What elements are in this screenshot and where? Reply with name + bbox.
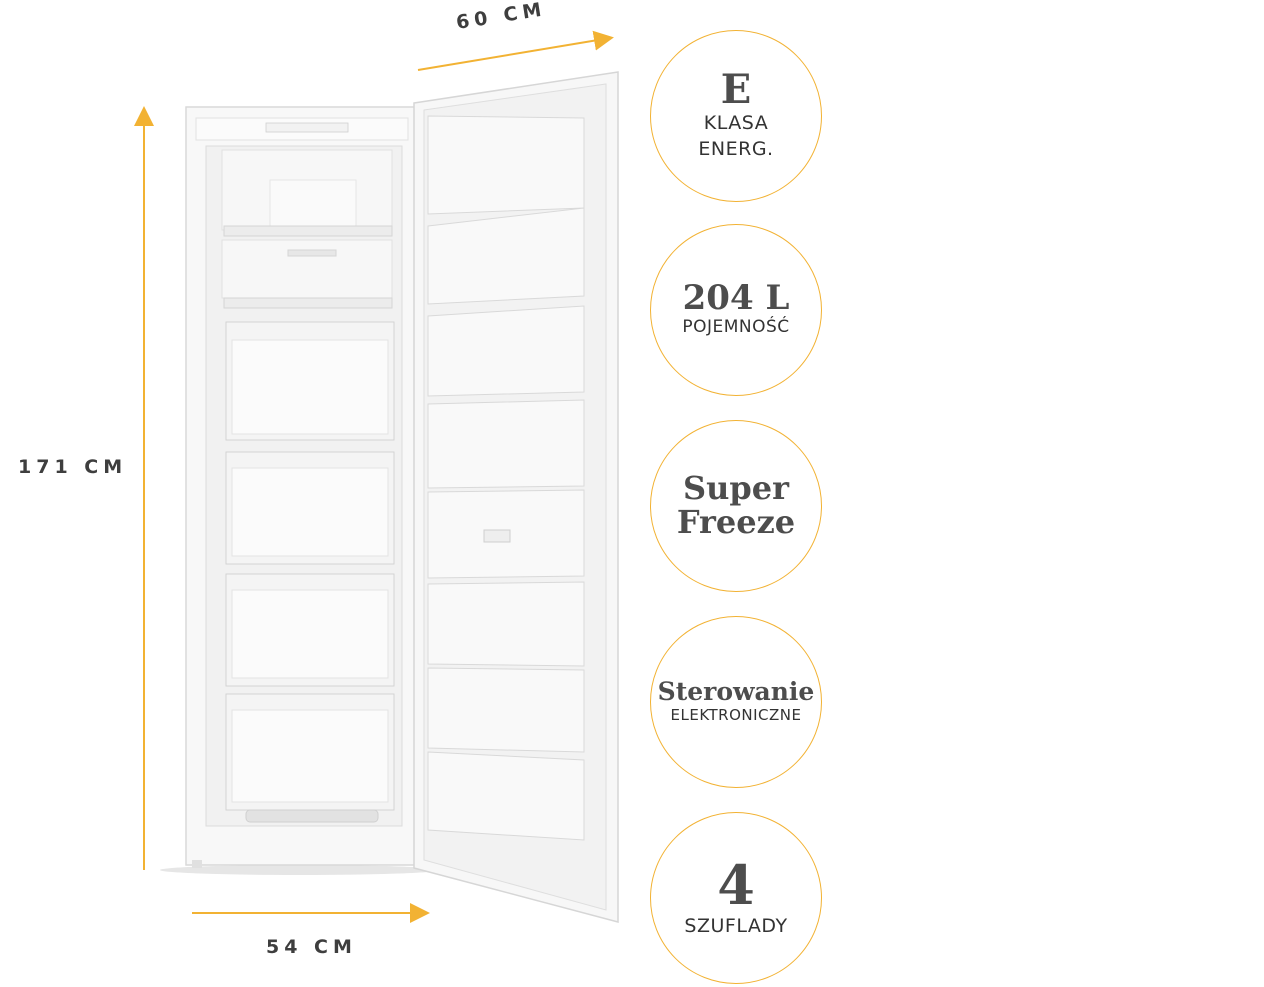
- badge-super-freeze: Super Freeze: [650, 420, 822, 592]
- freezer-door: [413, 71, 619, 923]
- control-panel: [265, 122, 349, 133]
- badge-energy-class: E KLASA ENERG.: [650, 30, 822, 202]
- capacity-label: POJEMNOŚĆ: [682, 317, 790, 338]
- height-label: 171 CM: [18, 456, 128, 478]
- capacity-value: 204 L: [682, 277, 790, 318]
- badge-capacity: 204 L POJEMNOŚĆ: [650, 224, 822, 396]
- energy-class-label: KLASA ENERG.: [698, 112, 774, 160]
- badge-drawers: 4 SZUFLADY: [650, 812, 822, 984]
- depth-arrow: [417, 30, 614, 71]
- freezer-cabinet: [185, 106, 419, 868]
- shelf-2: [223, 297, 393, 309]
- badge-control: Sterowanie ELEKTRONICZNE: [650, 616, 822, 788]
- shelf-1: [223, 225, 393, 237]
- drawers-label: SZUFLADY: [684, 914, 788, 937]
- energy-class-value: E: [720, 66, 752, 114]
- width-label: 54 CM: [266, 936, 357, 958]
- floor-shadow: [160, 865, 440, 875]
- control-value: Sterowanie: [657, 676, 815, 706]
- drawers-value: 4: [717, 852, 755, 917]
- control-label: ELEKTRONICZNE: [670, 706, 802, 724]
- super-freeze-value: Super Freeze: [676, 469, 796, 541]
